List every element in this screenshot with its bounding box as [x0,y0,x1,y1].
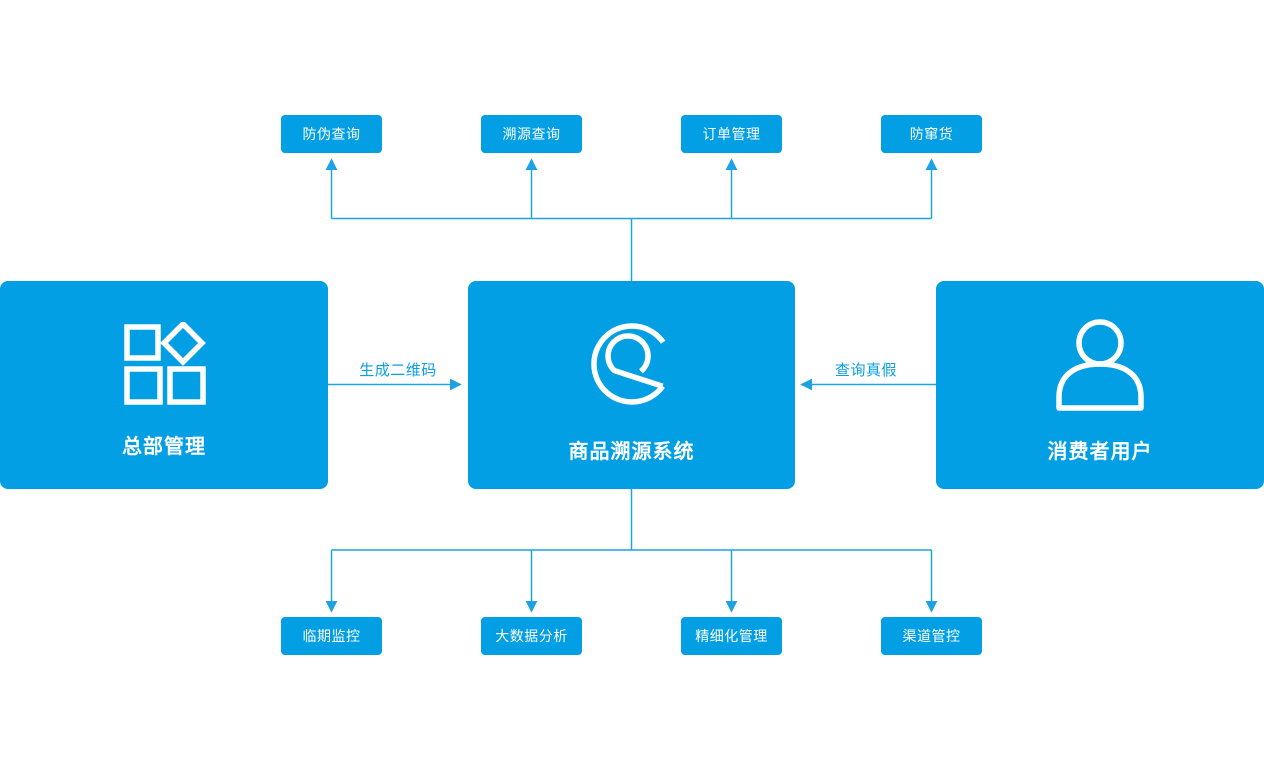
node-label: 商品溯源系统 [568,441,695,463]
feature-label: 防伪查询 [302,126,361,142]
node-label: 总部管理 [122,436,206,458]
feature-label: 精细化管理 [695,628,768,644]
node-trace-system: 商品溯源系统 [468,281,795,489]
grid-icon [124,322,206,405]
feature-anti-channeling: 防窜货 [881,115,982,153]
feature-label: 大数据分析 [495,628,568,644]
edge-label-generate-qr: 生成二维码 [359,362,437,379]
feature-label: 溯源查询 [502,126,561,142]
node-headquarters: 总部管理 [0,281,328,489]
feature-label: 渠道管控 [902,628,961,644]
feature-anti-counterfeit-query: 防伪查询 [281,115,382,153]
trace-magnifier-icon [590,323,665,405]
feature-refined-management: 精细化管理 [681,617,782,655]
edge-label-query-auth: 查询真假 [834,362,898,379]
user-icon [1056,319,1144,411]
feature-big-data-analysis: 大数据分析 [481,617,582,655]
feature-trace-query: 溯源查询 [481,115,582,153]
feature-label: 临期监控 [302,628,361,644]
feature-order-management: 订单管理 [681,115,782,153]
feature-label: 防窜货 [909,126,954,142]
feature-channel-control: 渠道管控 [881,617,982,655]
node-consumer: 消费者用户 [936,281,1264,489]
feature-label: 订单管理 [702,126,761,142]
feature-expiry-monitoring: 临期监控 [281,617,382,655]
node-label: 消费者用户 [1047,441,1153,463]
